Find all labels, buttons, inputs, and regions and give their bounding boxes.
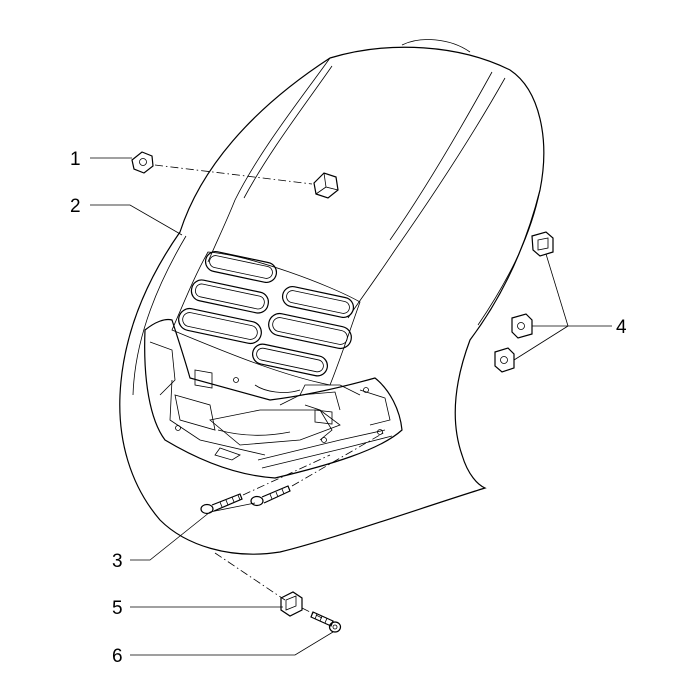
callout-6: 6	[112, 646, 123, 667]
front-shield-body	[119, 39, 545, 555]
part-6-screw	[310, 611, 342, 633]
callout-1: 1	[70, 149, 81, 170]
part-1-nut-mounted	[313, 172, 339, 199]
part-1-assembly-line	[154, 164, 313, 185]
part-4-clip-top	[531, 231, 554, 257]
part-3-assembly-line-left	[242, 454, 331, 496]
part-3-assembly-line-right	[291, 431, 386, 487]
grille-slots	[171, 250, 361, 386]
inner-cavity	[144, 318, 403, 479]
part-1-nut	[131, 151, 154, 174]
callout-4: 4	[616, 317, 627, 338]
part-3-screw-left	[200, 493, 243, 515]
leader-lines	[90, 157, 612, 656]
part-3-screw-right	[250, 485, 291, 507]
part-5-assembly-line	[214, 552, 286, 601]
part-4-clip-middle	[511, 313, 533, 339]
callout-3: 3	[112, 551, 123, 572]
part-4-clip-bottom	[494, 347, 515, 373]
part-5-clip-nut	[280, 591, 303, 617]
callout-5: 5	[112, 598, 123, 619]
callout-2: 2	[70, 196, 81, 217]
